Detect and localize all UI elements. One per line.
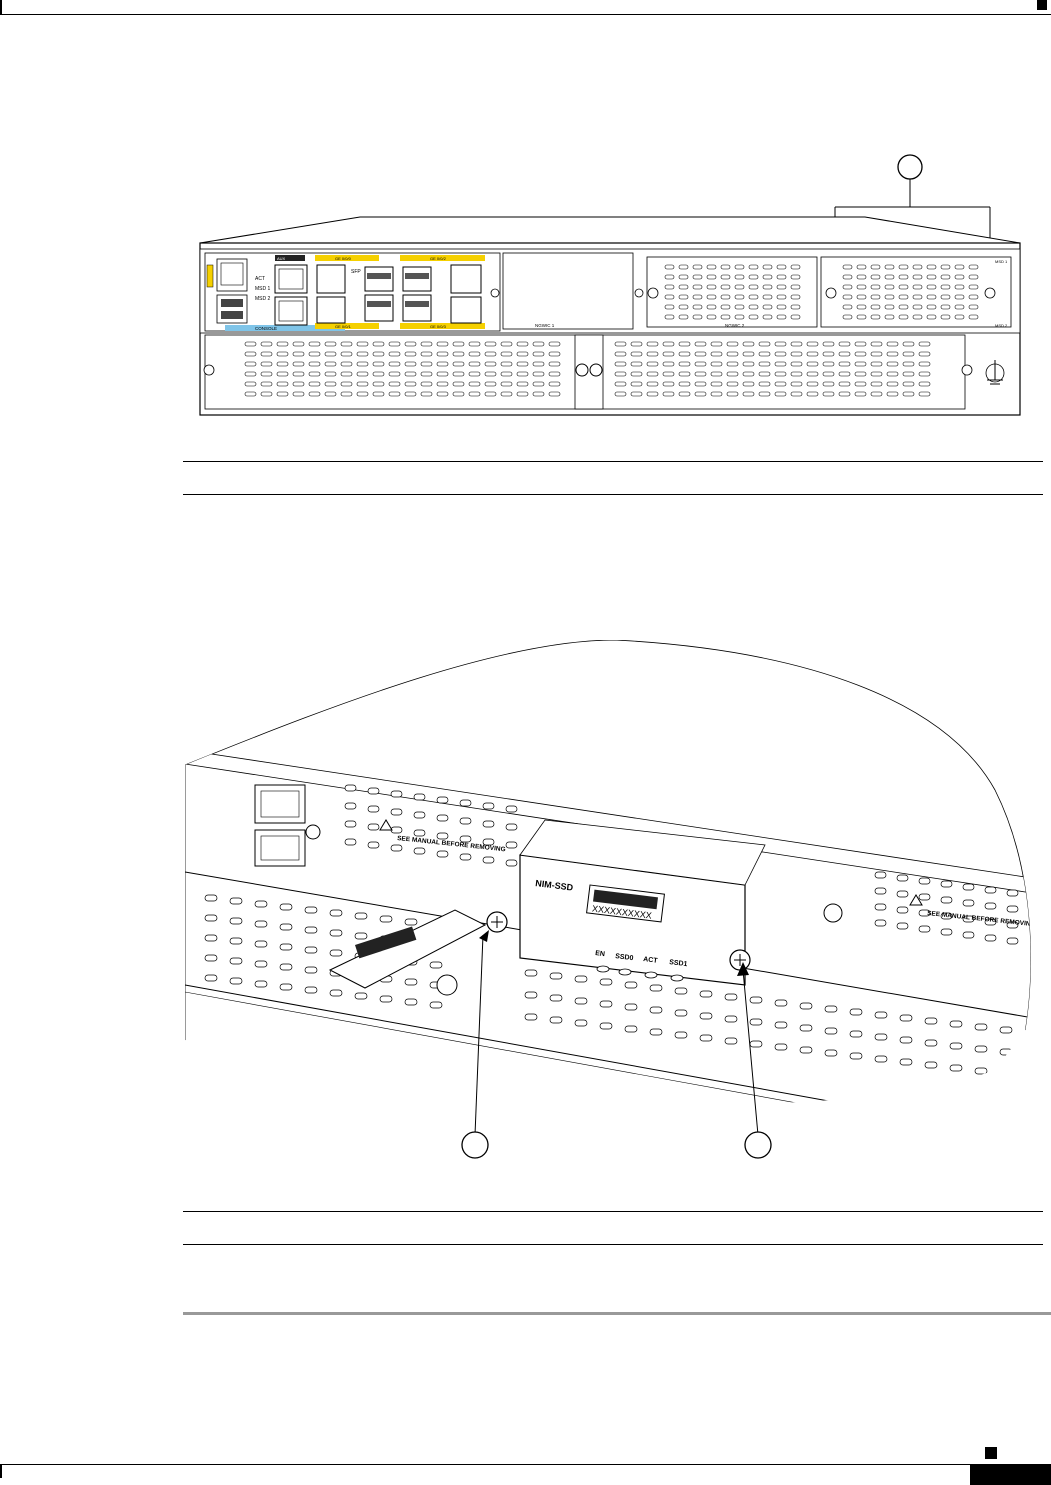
nim-ssd-installation-drawing: SEE MANUAL BEFORE REMOVING NIM-SSD XXXXX… — [184, 639, 1031, 1159]
footer-left-tick — [0, 1464, 2, 1478]
svg-text:ACT: ACT — [643, 956, 659, 965]
svg-text:CONSOLE: CONSOLE — [255, 326, 277, 331]
page-number-tab — [970, 1464, 1051, 1485]
table-rule-4 — [183, 1244, 1043, 1245]
callout-circle-1 — [897, 154, 923, 180]
table-rule-3 — [183, 1211, 1043, 1212]
svg-text:ACT: ACT — [255, 276, 265, 282]
svg-text:AUX: AUX — [277, 256, 286, 261]
footer-rule — [0, 1464, 970, 1465]
router-rear-panel-drawing: ACT MSD 1 MSD 2 CONSOLE AUX GE 0/0/0 GE … — [199, 154, 1021, 416]
callout-circle-3 — [744, 1131, 772, 1159]
svg-text:MSD 1: MSD 1 — [255, 286, 271, 292]
svg-text:NGWIC 1: NGWIC 1 — [535, 323, 555, 328]
svg-text:MSD 2: MSD 2 — [255, 296, 271, 302]
svg-text:MSD 2: MSD 2 — [995, 323, 1008, 328]
svg-text:EN: EN — [595, 950, 606, 958]
table-rule-2 — [183, 494, 1043, 495]
figure-router-rear-panel: ACT MSD 1 MSD 2 CONSOLE AUX GE 0/0/0 GE … — [195, 145, 1025, 420]
svg-text:GE 0/0/2: GE 0/0/2 — [430, 256, 447, 261]
page-top-border — [0, 14, 1051, 15]
page-top-left-tick — [0, 0, 2, 15]
figure-nim-ssd-installation: SEE MANUAL BEFORE REMOVING NIM-SSD XXXXX… — [184, 639, 1045, 1160]
svg-text:SSD1: SSD1 — [669, 959, 688, 968]
callout-circle-2 — [461, 1131, 489, 1159]
svg-text:SSD0: SSD0 — [615, 953, 634, 962]
svg-text:MSD 1: MSD 1 — [995, 259, 1008, 264]
svg-text:GE 0/0/1: GE 0/0/1 — [335, 324, 352, 329]
section-end-rule — [183, 1312, 1051, 1315]
svg-text:NIM-SSD: NIM-SSD — [535, 878, 574, 893]
page-top-right-marker — [1037, 0, 1047, 10]
table-rule-1 — [183, 461, 1043, 462]
svg-text:GE 0/0/3: GE 0/0/3 — [430, 324, 447, 329]
svg-text:GE 0/0/0: GE 0/0/0 — [335, 256, 352, 261]
svg-text:SFP: SFP — [351, 269, 361, 275]
svg-text:NGWIC 2: NGWIC 2 — [725, 323, 745, 328]
footer-marker — [985, 1447, 997, 1459]
